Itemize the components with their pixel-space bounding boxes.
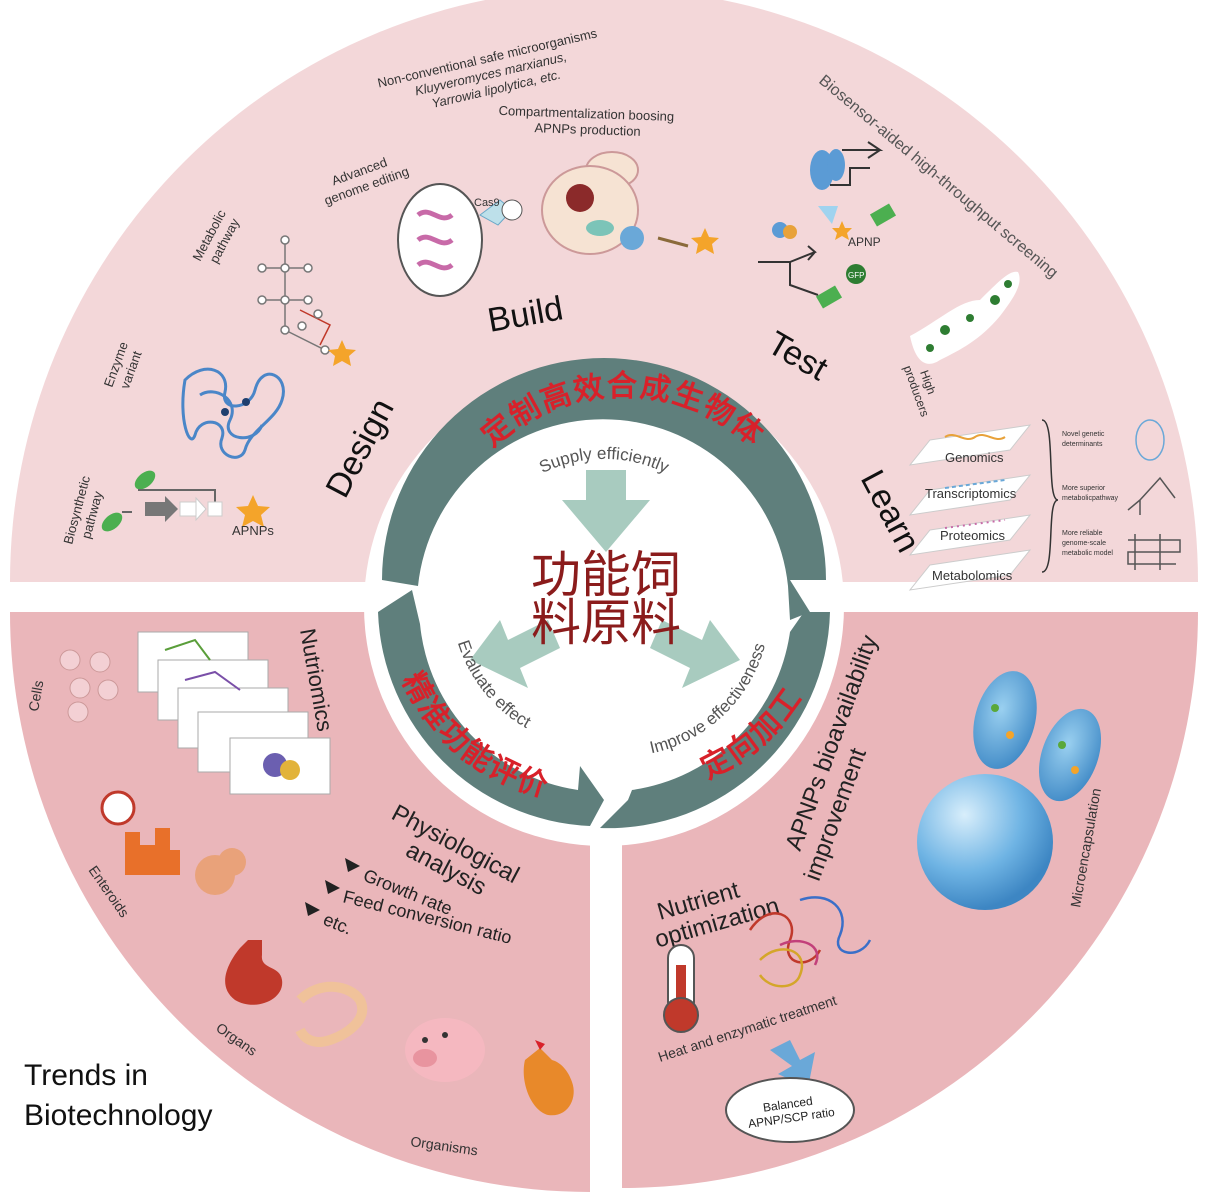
thermometer-icon xyxy=(663,944,699,1033)
metabolic-network-graphic xyxy=(257,235,356,366)
ring-segment-left xyxy=(378,590,604,826)
journal-line-1: Trends in xyxy=(24,1059,148,1092)
learn-note-1: Novel genetic determinants xyxy=(1062,431,1106,448)
star-icon xyxy=(328,340,356,366)
intestine-icon xyxy=(295,981,368,1047)
yeast-cell-graphic xyxy=(541,151,719,255)
microsphere-icon xyxy=(917,774,1053,910)
arrow-down xyxy=(562,470,650,552)
journal-line-2: Biotechnology xyxy=(24,1099,213,1132)
pig-icon xyxy=(405,1018,485,1082)
center-title-line1: 功能饲 xyxy=(531,546,681,604)
star-icon xyxy=(691,228,719,254)
gfp-label: GFP xyxy=(848,271,864,280)
high-producers-graphic xyxy=(910,271,1020,364)
rooster-icon xyxy=(523,1048,574,1116)
learn-note-3: More reliable genome-scale metabolic mod… xyxy=(1062,530,1113,557)
arrow-right-in xyxy=(650,620,740,688)
omics-proteomics: Proteomics xyxy=(940,528,1006,543)
ring-segment-top xyxy=(382,358,826,620)
cells-label: Cells xyxy=(25,679,46,712)
ring-segment-right xyxy=(600,612,830,829)
arrowhead-icon xyxy=(345,858,360,872)
enzyme-structure-graphic xyxy=(181,367,285,459)
mitochondria-icon xyxy=(1135,419,1165,461)
learn-icons xyxy=(1127,419,1181,570)
center-title-line2: 料原料 xyxy=(531,594,681,652)
vector-icon xyxy=(1127,476,1176,515)
down-arrow-icon xyxy=(770,1040,815,1088)
genome-editing-cell-graphic xyxy=(397,183,523,297)
protein-structure-graphic xyxy=(748,896,872,988)
enteroids-graphic xyxy=(100,790,246,895)
center-ring xyxy=(378,358,830,829)
balanced-ratio-bubble xyxy=(725,1077,855,1143)
arrowhead-icon xyxy=(305,902,320,916)
network-icon xyxy=(1127,534,1181,570)
arrow-left-in xyxy=(470,620,560,688)
omics-metabolomics: Metabolomics xyxy=(932,568,1013,583)
metrics-list xyxy=(305,858,360,916)
organs-graphic xyxy=(225,940,368,1047)
compartmentalization-text: Compartmentalization boosing APNPs produ… xyxy=(498,103,678,140)
biosynthetic-pathway-graphic xyxy=(101,470,270,532)
learn-note-2: More superior metabolicpathway xyxy=(1062,485,1119,502)
nutriomics-charts-graphic xyxy=(137,631,331,795)
journal-label: Trends in Biotechnology xyxy=(24,1056,212,1136)
biosensor-graphic xyxy=(758,141,897,309)
capsules-graphic xyxy=(917,671,1102,910)
leaf-icon xyxy=(134,470,156,490)
star-icon xyxy=(832,221,852,240)
star-icon xyxy=(236,495,270,527)
cells-graphic xyxy=(59,649,119,723)
apnp-label: APNP xyxy=(848,235,881,249)
organisms-graphic xyxy=(405,1018,574,1116)
omics-transcriptomics: Transcriptomics xyxy=(925,486,1017,501)
top-sector xyxy=(10,0,1198,582)
center-arrows xyxy=(470,470,740,688)
omics-stack-graphic xyxy=(908,419,1059,591)
omics-genomics: Genomics xyxy=(945,450,1004,465)
arrowhead-icon xyxy=(325,880,340,894)
cas9-label: Cas9 xyxy=(474,197,500,209)
apnps-label: APNPs xyxy=(232,523,274,538)
stomach-icon xyxy=(225,940,283,1005)
leaf-icon xyxy=(101,512,123,532)
inner-white-disc xyxy=(364,366,844,846)
